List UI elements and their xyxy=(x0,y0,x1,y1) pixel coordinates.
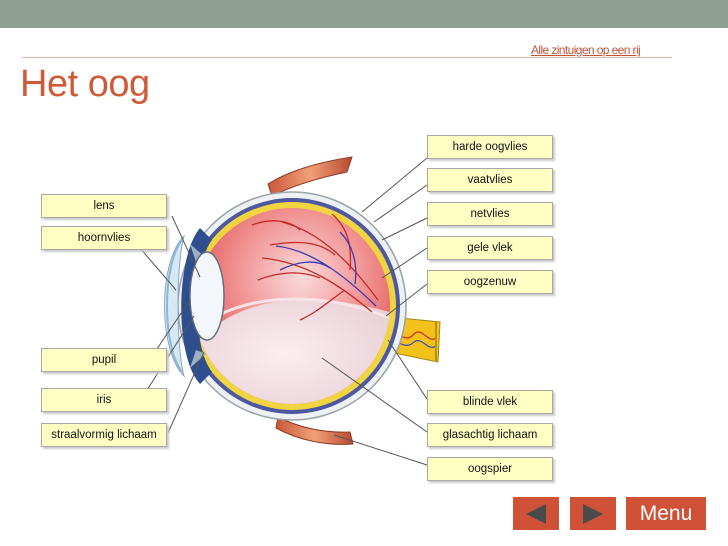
header-rule xyxy=(22,57,672,58)
label-gele-vlek: gele vlek xyxy=(427,236,553,260)
label-iris: iris xyxy=(41,388,167,412)
label-blinde-vlek: blinde vlek xyxy=(427,390,553,414)
page-title: Het oog xyxy=(20,63,150,105)
leader-lines xyxy=(139,157,428,466)
menu-button[interactable]: Menu xyxy=(626,497,706,530)
label-glasachtig-lichaam: glasachtig lichaam xyxy=(427,423,553,447)
label-oogspier: oogspier xyxy=(427,457,553,481)
label-hoornvlies: hoornvlies xyxy=(41,226,167,250)
previous-button[interactable] xyxy=(513,497,559,530)
label-lens: lens xyxy=(41,194,167,218)
label-vaatvlies: vaatvlies xyxy=(427,168,553,192)
label-oogzenuw: oogzenuw xyxy=(427,270,553,294)
anterior-segment xyxy=(164,228,225,384)
all-senses-link[interactable]: Alle zintuigen op een rij xyxy=(531,43,641,57)
label-harde-oogvlies: harde oogvlies xyxy=(427,135,553,159)
eye-muscles xyxy=(267,156,354,445)
blood-vessels xyxy=(251,213,379,321)
triangle-left-icon xyxy=(526,503,546,524)
label-pupil: pupil xyxy=(41,348,167,372)
top-bar xyxy=(0,0,728,28)
triangle-right-icon xyxy=(583,503,603,524)
label-straalvormig-lichaam: straalvormig lichaam xyxy=(41,423,167,447)
next-button[interactable] xyxy=(570,497,616,530)
label-netvlies: netvlies xyxy=(427,202,553,226)
